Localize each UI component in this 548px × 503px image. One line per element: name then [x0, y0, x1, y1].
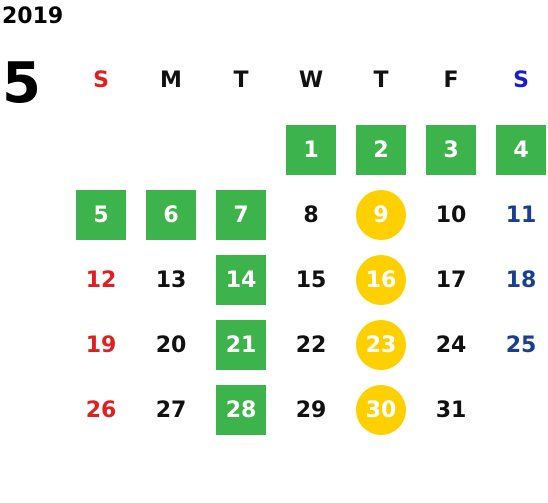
day-cell[interactable]: 13: [155, 267, 187, 293]
day-cell[interactable]: 31: [435, 397, 467, 423]
day-cell[interactable]: 2: [356, 125, 406, 175]
day-cell[interactable]: 22: [295, 332, 327, 358]
day-cell[interactable]: 24: [435, 332, 467, 358]
day-cell[interactable]: 23: [356, 320, 406, 370]
day-cell[interactable]: 5: [76, 190, 126, 240]
day-cell[interactable]: 16: [356, 255, 406, 305]
day-cell[interactable]: 6: [146, 190, 196, 240]
day-cell[interactable]: 26: [85, 397, 117, 423]
day-cell[interactable]: 14: [216, 255, 266, 305]
day-cell[interactable]: 12: [85, 267, 117, 293]
day-cell[interactable]: 18: [505, 267, 537, 293]
day-cell[interactable]: 29: [295, 397, 327, 423]
year-label: 2019: [2, 4, 64, 29]
day-cell[interactable]: 7: [216, 190, 266, 240]
weekday-label: T: [233, 68, 249, 93]
weekday-label: F: [443, 68, 459, 93]
day-cell[interactable]: 15: [295, 267, 327, 293]
weekday-label: M: [160, 68, 182, 93]
weekday-label: T: [373, 68, 389, 93]
day-cell[interactable]: 17: [435, 267, 467, 293]
weekday-label: S: [93, 68, 109, 93]
day-cell[interactable]: 21: [216, 320, 266, 370]
day-cell[interactable]: 28: [216, 385, 266, 435]
day-cell[interactable]: 19: [85, 332, 117, 358]
day-cell[interactable]: 3: [426, 125, 476, 175]
day-cell[interactable]: 8: [303, 202, 319, 228]
day-cell[interactable]: 20: [155, 332, 187, 358]
day-cell[interactable]: 10: [435, 202, 467, 228]
day-cell[interactable]: 9: [356, 190, 406, 240]
day-cell[interactable]: 30: [356, 385, 406, 435]
day-cell[interactable]: 1: [286, 125, 336, 175]
day-cell[interactable]: 11: [505, 202, 537, 228]
day-cell[interactable]: 25: [505, 332, 537, 358]
weekday-label: S: [513, 68, 529, 93]
day-cell[interactable]: 27: [155, 397, 187, 423]
month-number: 5: [2, 51, 41, 116]
day-cell[interactable]: 4: [496, 125, 546, 175]
weekday-label: W: [298, 68, 324, 93]
